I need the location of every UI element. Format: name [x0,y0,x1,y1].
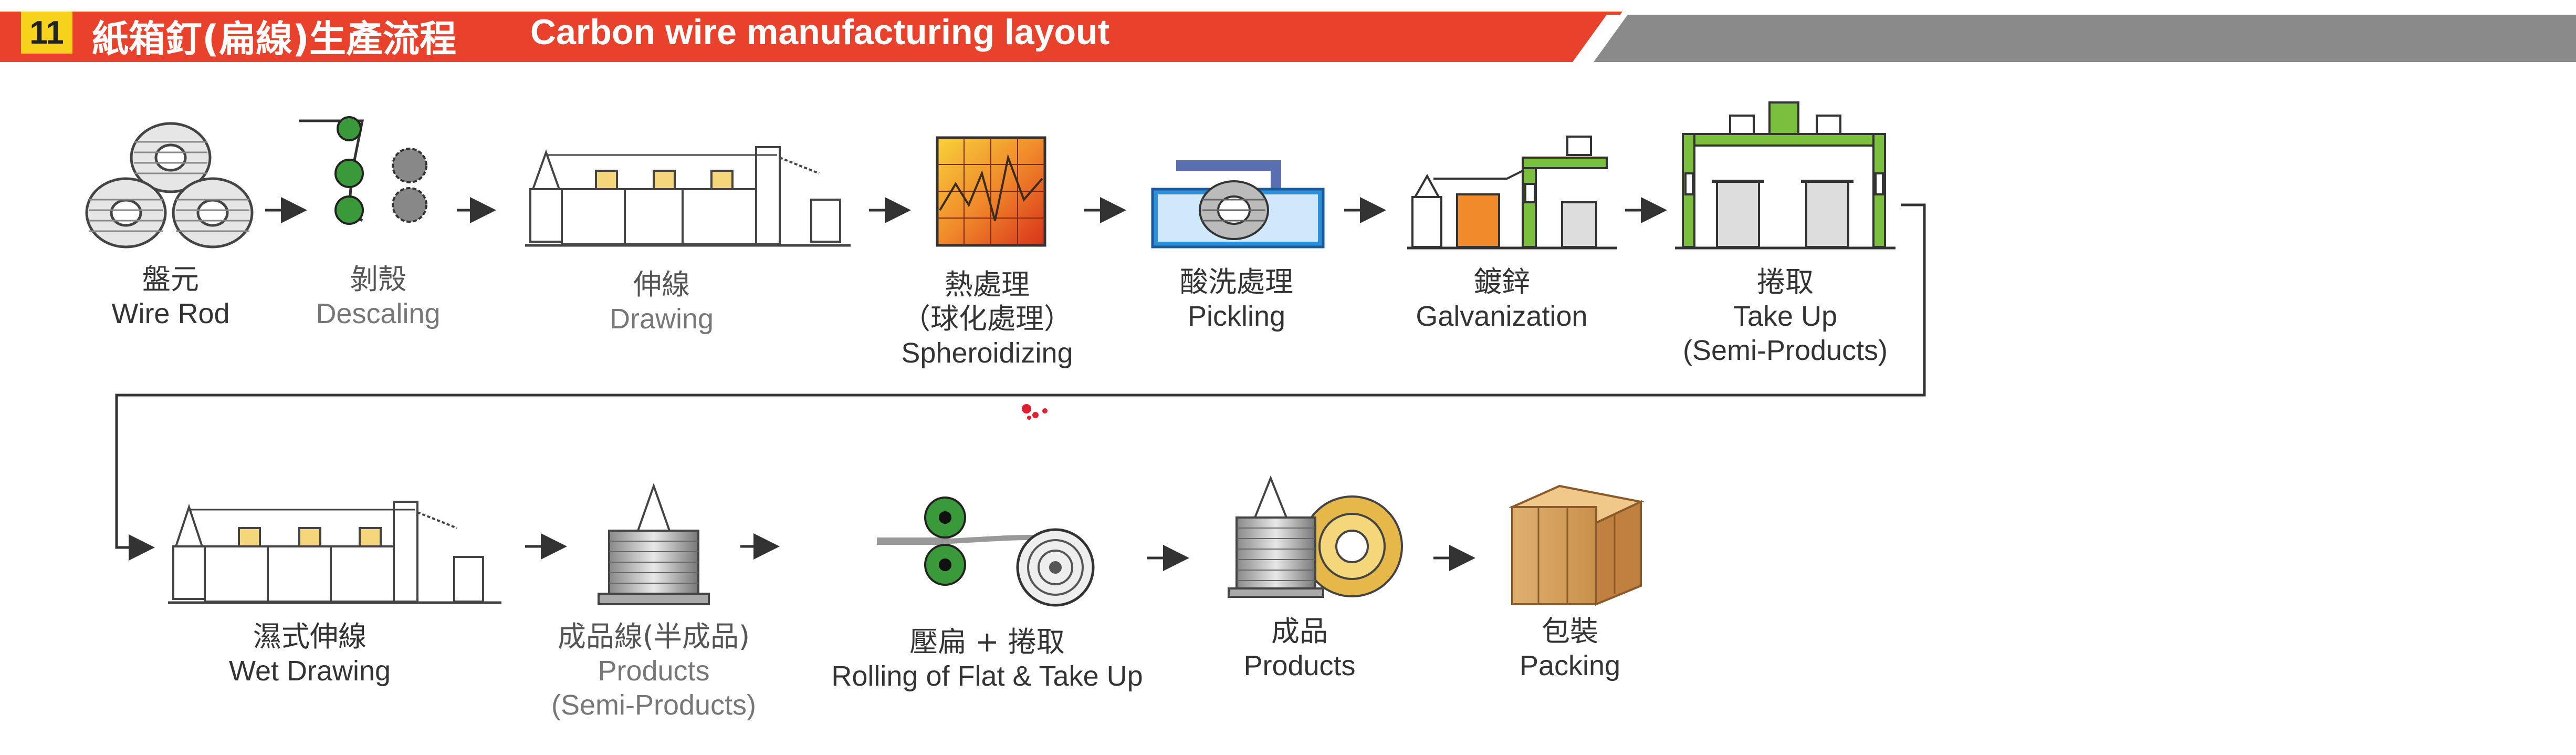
header-banner: 11 紙箱釘(扁線)生產流程 Carbon wire manufacturing… [0,0,2576,66]
step-label-packing: 包裝 Packing [1520,615,1620,683]
spool-and-coil-icon [1228,475,1403,598]
row-connector-line [115,203,1926,561]
step-label-rolling: 壓扁 + 捲取 Rolling of Flat & Take Up [831,625,1143,694]
step-en-label: Wet Drawing [228,655,391,687]
acid-tank-icon [1151,160,1325,249]
step-cn-label: 酸洗處理 [1180,265,1293,298]
step-label-wire-rod: 盤元 Wire Rod [111,263,229,331]
carton-box-icon [1509,484,1645,606]
step-label-spheroidizing: 熱處理 （球化處理） Spheroidizing [901,268,1073,370]
step-en-sublabel: (Semi-Products) [551,689,757,721]
take-up-gantry-icon [1675,101,1896,250]
step-cn-label: 濕式伸線 [253,620,366,653]
step-label-products: 成品 Products [1243,615,1355,683]
descaling-rollers-icon [299,116,427,225]
step-cn-label: 熱處理 [945,268,1030,301]
step-cn-label: 捲取 [1756,265,1814,298]
step-label-take-up: 捲取 Take Up (Semi-Products) [1683,265,1888,367]
red-ink-spots [1022,404,1048,420]
wire-spool-icon [598,482,710,605]
step-en-label: Descaling [316,297,441,329]
step-en-label: Galvanization [1416,300,1588,332]
step-cn-label: 包裝 [1542,615,1598,648]
galvanizing-line-icon [1407,136,1617,250]
step-cn-label: 盤元 [142,263,199,296]
title-chinese: 紙箱釘(扁線)生產流程 [92,17,456,60]
step-en-label: Products [598,655,710,687]
banner-background [0,12,2576,62]
step-en-label: Pickling [1187,300,1286,332]
step-label-descaling: 剝殼 Descaling [316,263,440,331]
step-label-drawing: 伸線 Drawing [610,268,714,336]
wet-drawing-machine-icon [168,501,501,604]
section-number-badge: 11 [21,12,72,54]
step-en-label: Wire Rod [111,297,230,329]
step-cn-label: 伸線 [633,268,690,301]
wire-coils-icon [85,122,254,249]
flow-arrows-row2 [525,533,1475,571]
step-cn-label: 鍍鋅 [1473,265,1530,298]
step-label-galvanization: 鍍鋅 Galvanization [1416,265,1587,334]
step-label-semi-products: 成品線(半成品) Products (Semi-Products) [551,620,756,722]
step-en-label: Rolling of Flat & Take Up [831,660,1143,692]
step-en-label: Spheroidizing [901,337,1073,369]
title-english: Carbon wire manufacturing layout [530,12,1110,52]
step-en-label: Take Up [1733,300,1838,332]
step-en-label: Packing [1519,649,1621,681]
rolling-flat-icon [877,497,1095,607]
step-cn-sublabel: （球化處理） [902,302,1072,335]
step-en-sublabel: (Semi-Products) [1682,334,1888,366]
drawing-machine-icon [525,146,851,247]
step-cn-label: 剝殼 [350,263,406,296]
step-en-label: Drawing [609,303,714,335]
step-en-label: Products [1243,649,1356,681]
step-label-pickling: 酸洗處理 Pickling [1180,265,1293,334]
step-cn-label: 成品線(半成品) [557,620,750,653]
heat-chart-icon [936,136,1046,247]
step-cn-label: 成品 [1271,615,1328,648]
step-label-wet-drawing: 濕式伸線 Wet Drawing [229,620,391,688]
step-cn-label: 壓扁 + 捲取 [909,625,1065,658]
